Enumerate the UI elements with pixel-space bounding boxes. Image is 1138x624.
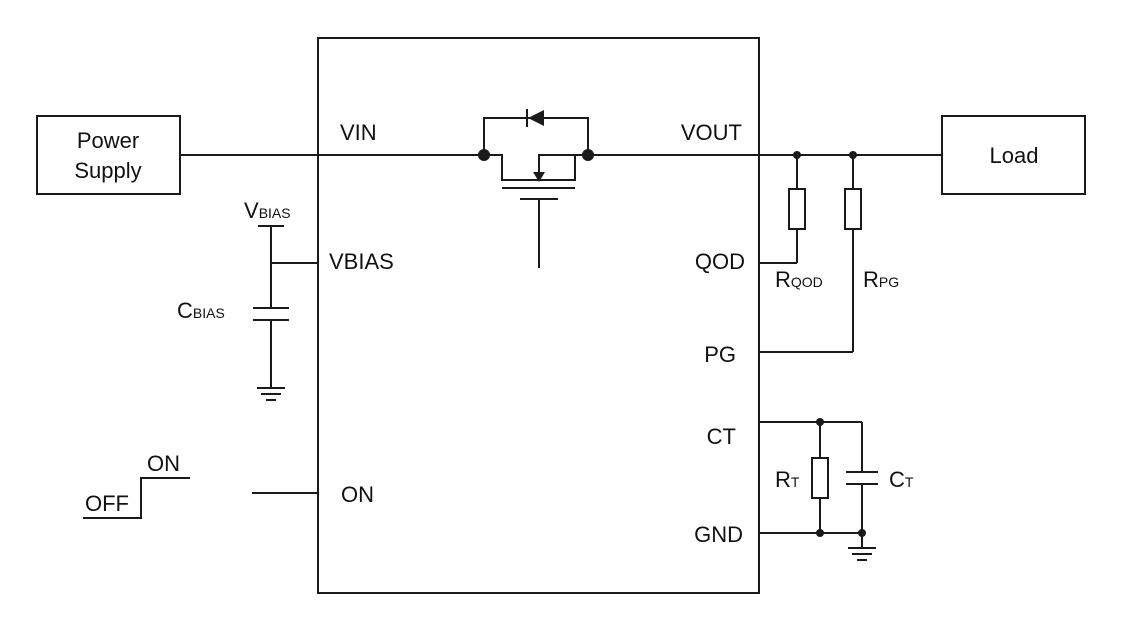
ct-network xyxy=(759,421,878,561)
pin-vbias-label: VBIAS xyxy=(329,249,394,274)
c-t-label: CT xyxy=(889,467,914,492)
r-pg-resistor xyxy=(759,155,862,353)
power-supply-block xyxy=(36,115,181,195)
r-t-label: RT xyxy=(775,467,800,492)
vbias-network xyxy=(253,225,318,401)
vbias-source-label: VBIAS xyxy=(244,198,291,223)
power-supply-label-line2: Supply xyxy=(74,158,141,183)
r-qod-label: RQOD xyxy=(775,267,823,292)
pin-gnd-label: GND xyxy=(694,522,743,547)
ic-body xyxy=(317,37,760,594)
body-diode-icon xyxy=(528,110,544,126)
on-signal-low-label: OFF xyxy=(85,491,129,516)
mosfet-symbol xyxy=(483,109,589,268)
ground-icon xyxy=(257,387,285,401)
r-pg-label: RPG xyxy=(863,267,899,292)
pin-on-label: ON xyxy=(341,482,374,507)
pin-vin-label: VIN xyxy=(340,120,377,145)
pin-qod-label: QOD xyxy=(695,249,745,274)
load-label: Load xyxy=(990,143,1039,168)
on-step-waveform xyxy=(83,477,318,519)
power-supply-label-line1: Power xyxy=(77,128,139,153)
on-signal-high-label: ON xyxy=(147,451,180,476)
pin-ct-label: CT xyxy=(707,424,736,449)
c-bias-label: CBIAS xyxy=(177,298,225,323)
r-qod-resistor xyxy=(759,155,806,264)
ground-icon xyxy=(848,547,876,561)
pin-vout-label: VOUT xyxy=(681,120,742,145)
load-block xyxy=(941,115,1086,195)
pin-pg-label: PG xyxy=(704,342,736,367)
